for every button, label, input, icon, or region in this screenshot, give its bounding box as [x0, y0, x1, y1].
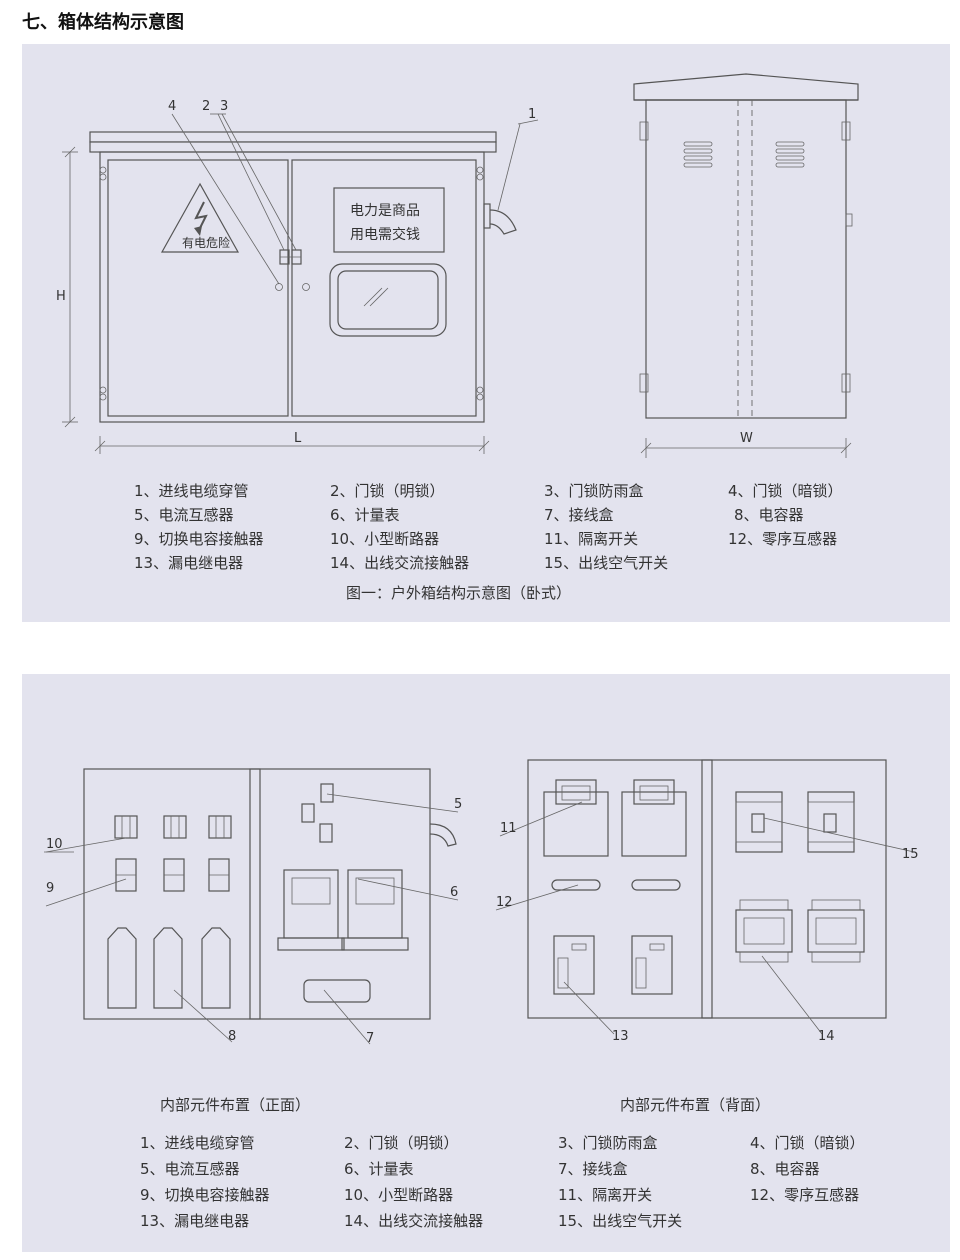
legend-item: 5、电流互感器 — [134, 506, 234, 524]
callout-label: 2 — [202, 99, 210, 114]
warning-triangle-icon — [160, 182, 240, 253]
legend-item: 15、出线空气开关 — [544, 554, 669, 572]
internal-layout-diagram: 10 9 5 6 8 7 11 12 13 15 14 — [44, 759, 919, 1046]
callout-label: 4 — [168, 99, 176, 114]
callout-label: 14 — [818, 1029, 835, 1044]
legend-item: 14、出线交流接触器 — [344, 1212, 484, 1230]
legend-item: 1、进线电缆穿管 — [134, 482, 249, 500]
ac-contactor-icon — [735, 899, 865, 963]
legend-item: 12、零序互感器 — [750, 1186, 860, 1204]
legend-item: 10、小型断路器 — [344, 1186, 454, 1204]
legend-item: 6、计量表 — [344, 1160, 414, 1178]
legend-item: 9、切换电容接触器 — [140, 1186, 270, 1204]
callout-label: 3 — [220, 99, 228, 114]
legend-item: 13、漏电继电器 — [140, 1212, 250, 1230]
callout-label: 8 — [228, 1029, 236, 1044]
callout-label: 15 — [902, 847, 919, 862]
side-view — [633, 73, 859, 458]
callout-label: 9 — [46, 881, 54, 896]
legend-item: 3、门锁防雨盒 — [558, 1134, 658, 1152]
legend-item: 2、门锁（明锁） — [344, 1134, 459, 1152]
outdoor-box-front-side-diagram: 有电危险 电力是商品 用电需交钱 H L W 4 2 3 1 — [56, 73, 859, 458]
junction-box-icon — [303, 979, 371, 1003]
legend-item: 15、出线空气开关 — [558, 1212, 683, 1230]
energy-meter-icon — [277, 869, 409, 951]
dimension-w-label: W — [740, 431, 753, 446]
cable-conduit — [489, 209, 517, 235]
warning-sign-text: 有电危险 — [182, 235, 230, 250]
back-layout-caption: 内部元件布置（背面） — [620, 1096, 771, 1114]
legend-item: 10、小型断路器 — [330, 530, 440, 548]
capacitor-contactor-icon — [115, 858, 230, 892]
legend-item: 14、出线交流接触器 — [330, 554, 470, 572]
legend-item: 2、门锁（明锁） — [330, 482, 445, 500]
capacitor-icon — [107, 927, 231, 1009]
callout-label: 10 — [46, 837, 63, 852]
back-internal-layout — [495, 759, 915, 1035]
zero-sequence-ct-icon — [551, 879, 601, 891]
legend-item: 3、门锁防雨盒 — [544, 482, 644, 500]
isolating-switch-icon — [543, 779, 687, 857]
legend-item: 7、接线盒 — [544, 506, 614, 524]
callout-label: 11 — [500, 821, 517, 836]
legend-item: 8、电容器 — [734, 506, 804, 524]
legend-item: 11、隔离开关 — [544, 530, 639, 548]
callout-label: 7 — [366, 1031, 374, 1046]
meter-window — [329, 263, 447, 337]
legend-item: 1、进线电缆穿管 — [140, 1134, 255, 1152]
slogan-line-2: 用电需交钱 — [350, 226, 420, 243]
front-internal-layout — [44, 768, 459, 1045]
figure-1-caption: 图一：户外箱结构示意图（卧式） — [346, 584, 572, 602]
callout-label: 12 — [496, 895, 513, 910]
current-transformer-icon — [301, 783, 334, 843]
figure-1-panel: 有电危险 电力是商品 用电需交钱 H L W 4 2 3 1 1、进线电缆穿管 … — [22, 44, 950, 622]
legend-item: 7、接线盒 — [558, 1160, 628, 1178]
legend-item: 4、门锁（暗锁） — [728, 482, 843, 500]
legend-item: 6、计量表 — [330, 506, 400, 524]
legend-item: 4、门锁（暗锁） — [750, 1134, 865, 1152]
open-lock-icon — [302, 283, 310, 291]
air-switch-icon — [735, 791, 855, 853]
section-title: 七、箱体结构示意图 — [22, 12, 184, 33]
front-view — [62, 113, 539, 454]
miniature-breaker-icon — [114, 815, 232, 839]
slogan-line-1: 电力是商品 — [350, 203, 420, 219]
callout-label: 1 — [528, 107, 536, 122]
cable-conduit — [429, 823, 457, 847]
callout-label: 5 — [454, 797, 462, 812]
dimension-h-label: H — [56, 289, 66, 304]
slogan-box — [333, 187, 445, 253]
legend-item: 5、电流互感器 — [140, 1160, 240, 1178]
front-layout-caption: 内部元件布置（正面） — [160, 1096, 311, 1114]
concealed-lock-icon — [275, 283, 283, 291]
callout-label: 6 — [450, 885, 458, 900]
callout-label: 13 — [612, 1029, 629, 1044]
leakage-relay-icon — [553, 935, 673, 995]
legend-item: 9、切换电容接触器 — [134, 530, 264, 548]
legend-item: 13、漏电继电器 — [134, 554, 244, 572]
figure-2-panel: 10 9 5 6 8 7 11 12 13 15 14 内部元件布置（正面） 内… — [22, 674, 950, 1252]
legend-item: 12、零序互感器 — [728, 530, 838, 548]
legend-item: 8、电容器 — [750, 1160, 820, 1178]
legend-item: 11、隔离开关 — [558, 1186, 653, 1204]
dimension-l-label: L — [294, 431, 302, 446]
